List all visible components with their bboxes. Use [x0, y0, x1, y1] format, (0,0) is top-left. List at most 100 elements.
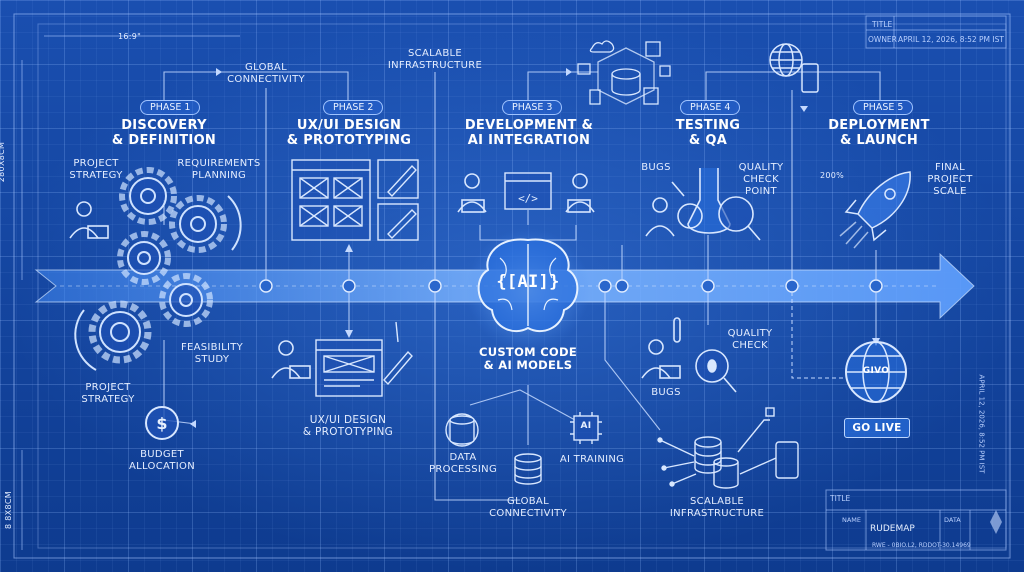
timeline-node — [342, 279, 356, 293]
phase-5-pill: PHASE 5 — [853, 100, 914, 115]
title-block-title-label: TITLE — [872, 20, 893, 29]
phase-4-title-line2: & QA — [688, 133, 728, 148]
title-block-data-label: DATA — [944, 516, 961, 524]
budget-line2: ALLOCATION — [129, 461, 195, 472]
project-strategy-bottom-line2: STRATEGY — [81, 394, 135, 405]
person-icon — [645, 197, 675, 237]
timeline-node — [701, 279, 715, 293]
requirements-planning-label: REQUIREMENTS PLANNING — [172, 158, 266, 182]
bugs-bottom-label: BUGS — [651, 387, 681, 398]
feasibility-line1: FEASIBILITY — [180, 342, 244, 353]
database-icons — [445, 412, 602, 485]
global-connectivity-bottom-label: GLOBAL CONNECTIVITY — [484, 496, 572, 520]
phase-5-title: DEPLOYMENT & LAUNCH — [820, 118, 938, 148]
magnifier-icon — [718, 196, 754, 232]
testing-icons — [671, 168, 761, 393]
rotation-arc — [227, 195, 242, 251]
phase-2-title-line2: & PROTOTYPING — [286, 133, 412, 148]
phase-2-title-line1: UX/UI DESIGN — [296, 118, 402, 133]
phase-4-pill: PHASE 4 — [680, 100, 741, 115]
person-laptop-icon — [641, 339, 681, 379]
scalable-top-line2: INFRASTRUCTURE — [387, 60, 483, 71]
gear-icon — [88, 300, 152, 364]
title-block-owner-value: APRIL 12, 2026, 8:52 PM IST — [898, 35, 1004, 44]
dashed-connector — [791, 292, 846, 379]
phase-1-title-line2: & DEFINITION — [111, 133, 217, 148]
quality-checkpoint-line1: QUALITY — [738, 162, 784, 173]
dimension-left-bottom-label: 8 8x8cm — [3, 491, 13, 529]
svg-text:$: $ — [156, 414, 167, 433]
person-laptop-icon — [271, 340, 311, 379]
global-connectivity-top-label: GLOBAL CONNECTIVITY — [224, 62, 308, 86]
test-tube-icon — [673, 317, 681, 343]
code-window-icon: </> — [504, 172, 552, 210]
scalable-bottom-line2: INFRASTRUCTURE — [669, 508, 765, 519]
ai-chip-icon — [570, 412, 602, 444]
final-scale-line3: SCALE — [933, 186, 967, 197]
title-block-owner-label: OWNER — [868, 35, 897, 44]
timeline-node — [785, 279, 799, 293]
bugs-top-label: BUGS — [641, 162, 671, 173]
rotation-arc — [74, 309, 97, 371]
phase-4-title-line1: TESTING — [675, 118, 741, 133]
project-strategy-bottom-label: PROJECT STRATEGY — [70, 382, 146, 406]
globe-icon — [845, 341, 907, 403]
phase-5-title-line2: & LAUNCH — [839, 133, 919, 148]
project-strategy-top-label: PROJECT STRATEGY — [58, 158, 134, 182]
cloud-icon — [589, 40, 615, 53]
global-connectivity-top-line2: CONNECTIVITY — [227, 74, 305, 85]
data-processing-label: DATA PROCESSING — [428, 452, 498, 476]
database-icon — [514, 453, 542, 485]
gear-cluster — [74, 167, 242, 371]
people-icons — [69, 173, 681, 379]
title-block-top — [865, 15, 1007, 49]
quality-checkpoint-line2: CHECK — [743, 174, 779, 185]
wireframe-screen-icon — [315, 339, 383, 397]
title-block-stamp: RWE - 0BIO.L2, RDDOT-30.14969 — [872, 542, 971, 549]
phone-icon — [775, 441, 799, 479]
phase-5-title-line1: DEPLOYMENT — [828, 118, 930, 133]
wireframe-screen-icon — [291, 159, 371, 241]
phase-3-title: DEVELOPMENT & AI INTEGRATION — [458, 118, 600, 148]
pen-tool-icon — [395, 321, 399, 343]
ai-chip-label: AI — [580, 421, 592, 431]
timeline-node — [869, 279, 883, 293]
phone-icon — [589, 89, 601, 105]
global-connectivity-bottom-line2: CONNECTIVITY — [489, 508, 567, 519]
custom-code-label: CUSTOM CODE & AI MODELS — [470, 346, 586, 372]
phase-3-title-line2: AI INTEGRATION — [467, 133, 591, 148]
database-icon — [645, 41, 661, 57]
database-icon — [643, 87, 659, 105]
zoom-200-label: 200% — [819, 171, 845, 180]
inner-frame — [37, 23, 1007, 549]
project-strategy-bottom-line1: PROJECT — [85, 382, 131, 393]
right-edge-date: APRIL 12, 2026, 8:52 PM IST — [977, 374, 986, 474]
quality-check-label: QUALITY CHECK — [722, 328, 778, 352]
ai-badge: {[AI]} — [496, 272, 560, 292]
outer-frame — [13, 13, 1011, 559]
final-scale-line2: PROJECT — [927, 174, 973, 185]
person-laptop-icon — [457, 173, 487, 213]
feasibility-study-label: FEASIBILITY STUDY — [176, 342, 248, 366]
phase-3-title-line1: DEVELOPMENT & — [464, 118, 594, 133]
magnifier-icon — [677, 203, 703, 229]
database-icon — [694, 436, 722, 474]
go-live-button[interactable]: GO LIVE — [844, 418, 910, 438]
dollar-icon: $ — [145, 406, 179, 440]
gear-icon — [117, 231, 171, 285]
ai-training-label: AI TRAINING — [559, 454, 625, 465]
phase-2-pill: PHASE 2 — [323, 100, 384, 115]
requirements-line2: PLANNING — [191, 170, 247, 181]
sparkle-icon — [990, 510, 1002, 534]
global-connectivity-bottom-line1: GLOBAL — [507, 496, 549, 507]
title-block-bottom-title-label: TITLE — [830, 494, 851, 503]
timeline-node — [259, 279, 273, 293]
custom-code-line2: & AI MODELS — [483, 358, 573, 372]
phase-2-title: UX/UI DESIGN & PROTOTYPING — [280, 118, 418, 148]
dimension-left-top-label: 280x8cm — [0, 141, 7, 183]
globe-text: GIVO — [862, 366, 890, 376]
project-strategy-top-line2: STRATEGY — [69, 170, 123, 181]
custom-code-line1: CUSTOM CODE — [478, 345, 578, 359]
